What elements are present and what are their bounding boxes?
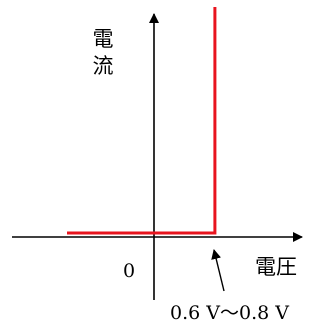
origin-label: 0 xyxy=(123,260,135,282)
x-axis-label: 電圧 xyxy=(255,255,297,279)
annotation-label: 0.6 V～0.8 V xyxy=(170,302,289,324)
y-axis-label-char-2: 流 xyxy=(93,54,114,78)
series-line-1 xyxy=(67,7,217,235)
annotation-arrow xyxy=(211,249,225,292)
series-layer xyxy=(67,7,217,235)
y-axis-label-char-1: 電 xyxy=(93,27,114,51)
